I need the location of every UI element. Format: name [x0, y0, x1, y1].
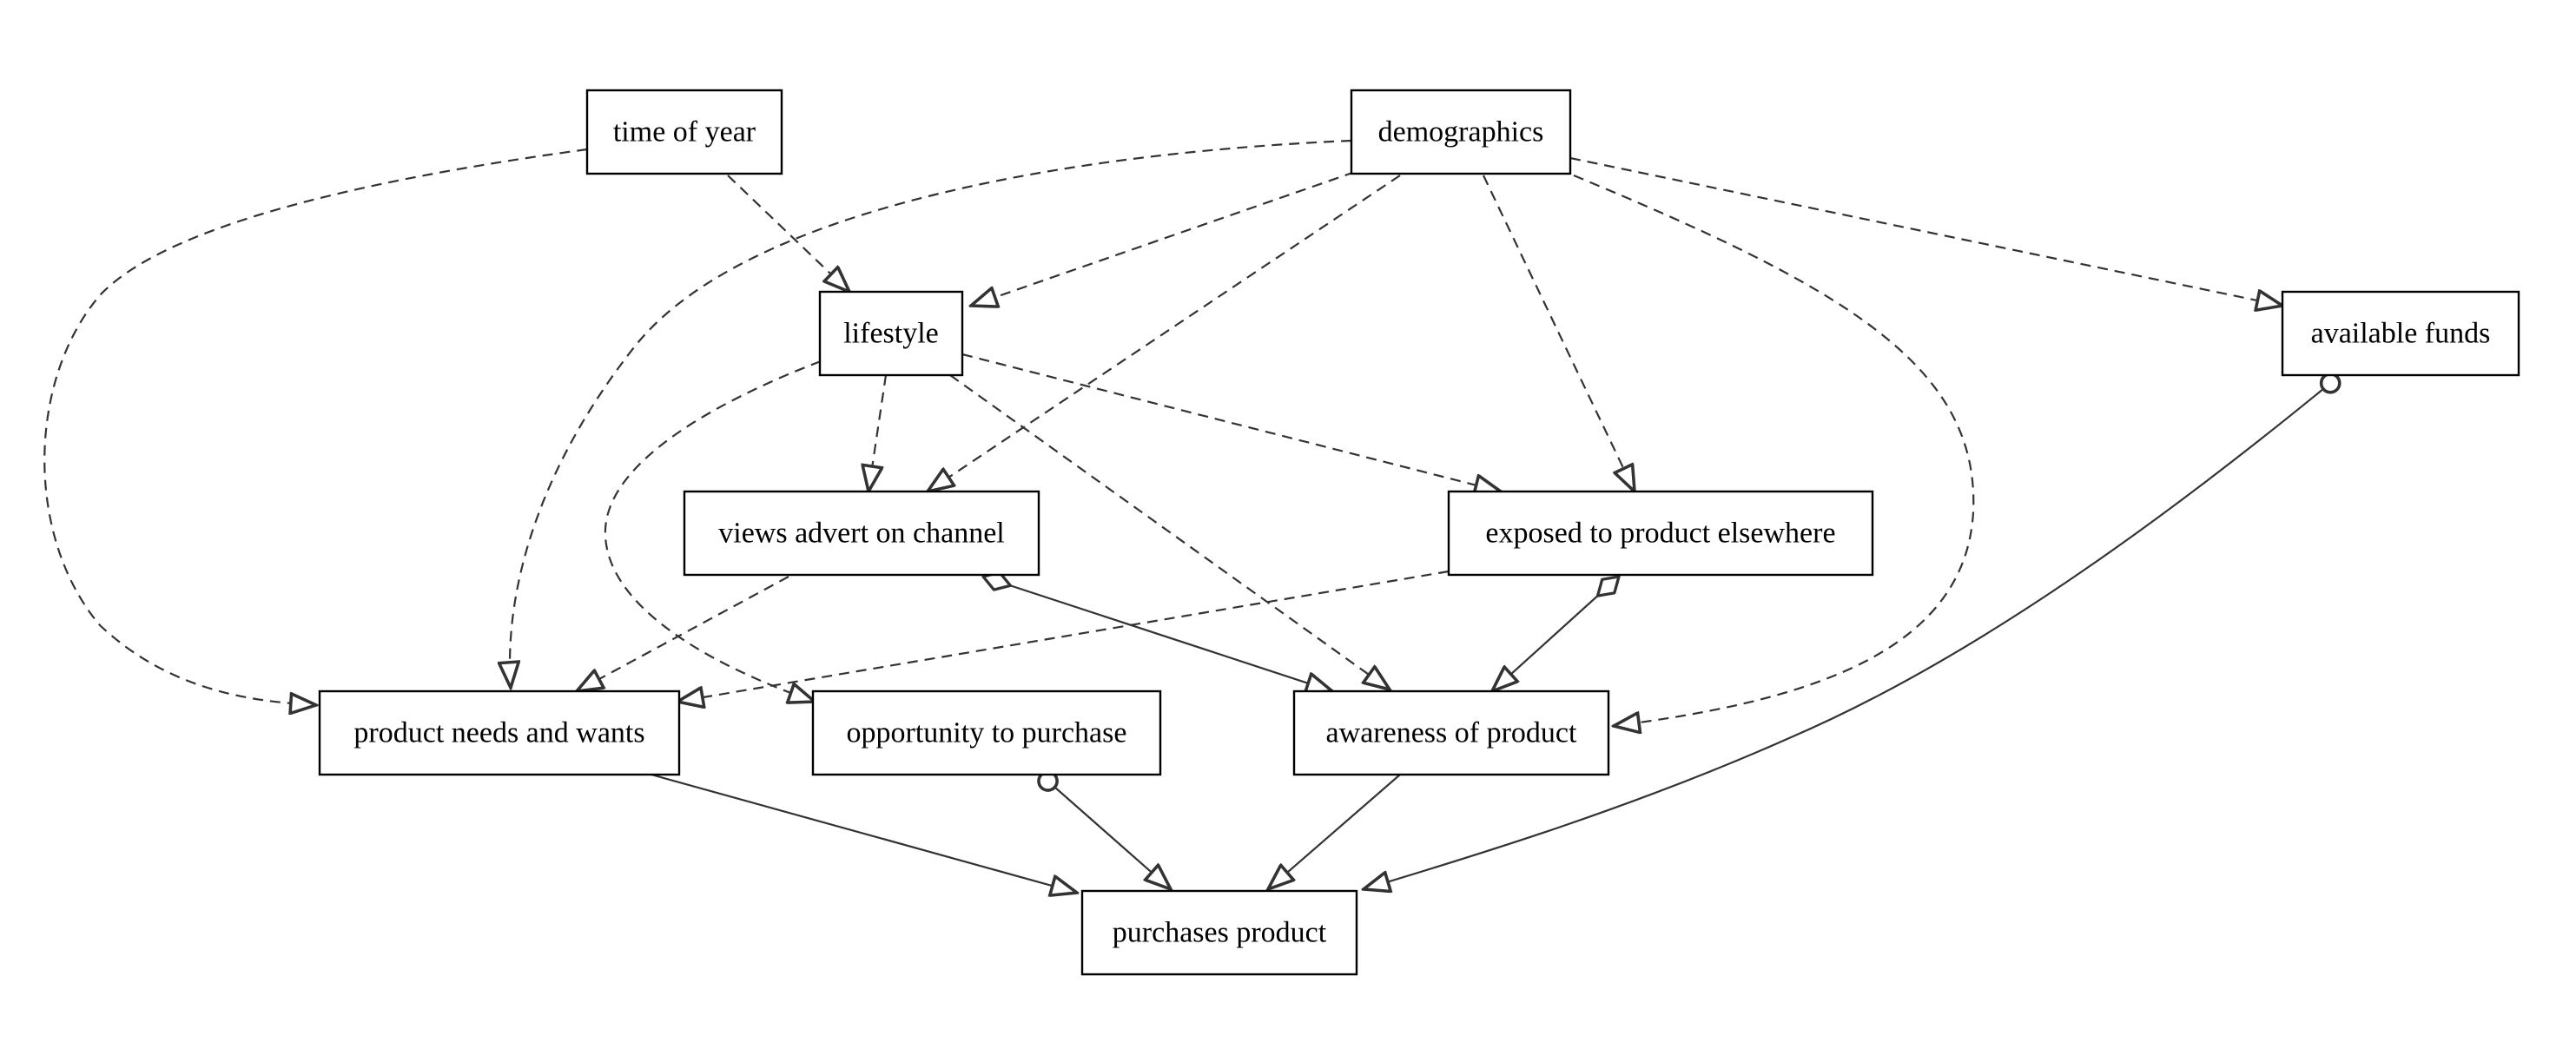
edge-views-advert-to-awareness: [983, 577, 1332, 691]
edge-product-needs-to-purchases: [651, 773, 1077, 893]
node-product-needs-and-wants: product needs and wants: [318, 689, 681, 776]
node-label: opportunity to purchase: [847, 717, 1127, 749]
node-available-funds: available funds: [2281, 290, 2520, 377]
node-time-of-year: time of year: [585, 89, 783, 175]
edge-demographics-to-views-advert: [928, 175, 1401, 492]
node-awareness-of-product: awareness of product: [1292, 689, 1610, 776]
edge-awareness-to-purchases: [1268, 774, 1401, 889]
node-label: awareness of product: [1326, 717, 1577, 749]
edge-lifestyle-to-opportunity: [604, 360, 822, 702]
edge-demographics-to-awareness: [1573, 174, 1975, 726]
edge-opportunity-to-purchases: [1040, 775, 1171, 889]
node-lifestyle: lifestyle: [818, 290, 964, 377]
node-label: time of year: [613, 116, 756, 148]
edge-exposed-to-awareness: [1492, 577, 1619, 691]
edge-lifestyle-to-awareness: [949, 374, 1390, 689]
edges: [43, 139, 2338, 893]
edge-time-of-year-to-product-needs: [43, 148, 588, 705]
edge-views-advert-to-product-needs: [577, 576, 789, 691]
node-label: product needs and wants: [353, 717, 644, 749]
nodes: time of year demographics lifestyle avai…: [318, 89, 2520, 976]
edge-time-of-year-to-lifestyle: [727, 175, 849, 292]
edge-demographics-to-lifestyle: [971, 170, 1356, 306]
edge-lifestyle-to-exposed: [961, 353, 1501, 492]
node-purchases-product: purchases product: [1080, 889, 1358, 976]
node-exposed-to-product-elsewhere: exposed to product elsewhere: [1447, 490, 1874, 577]
node-views-advert-on-channel: views advert on channel: [683, 490, 1040, 577]
edge-exposed-to-product-needs: [677, 570, 1450, 702]
node-label: exposed to product elsewhere: [1485, 518, 1835, 550]
edge-demographics-to-exposed: [1483, 175, 1635, 492]
node-demographics: demographics: [1350, 89, 1572, 175]
edge-available-funds-to-purchases: [1364, 377, 2338, 889]
node-label: demographics: [1378, 116, 1544, 148]
node-label: available funds: [2311, 318, 2491, 350]
node-label: purchases product: [1113, 917, 1327, 949]
edge-demographics-to-available-funds: [1569, 156, 2282, 306]
node-label: lifestyle: [843, 318, 939, 350]
edge-demographics-to-product-needs: [510, 139, 1352, 688]
node-label: views advert on channel: [718, 518, 1005, 550]
node-opportunity-to-purchase: opportunity to purchase: [811, 689, 1162, 776]
edge-lifestyle-to-views-advert: [869, 374, 888, 492]
